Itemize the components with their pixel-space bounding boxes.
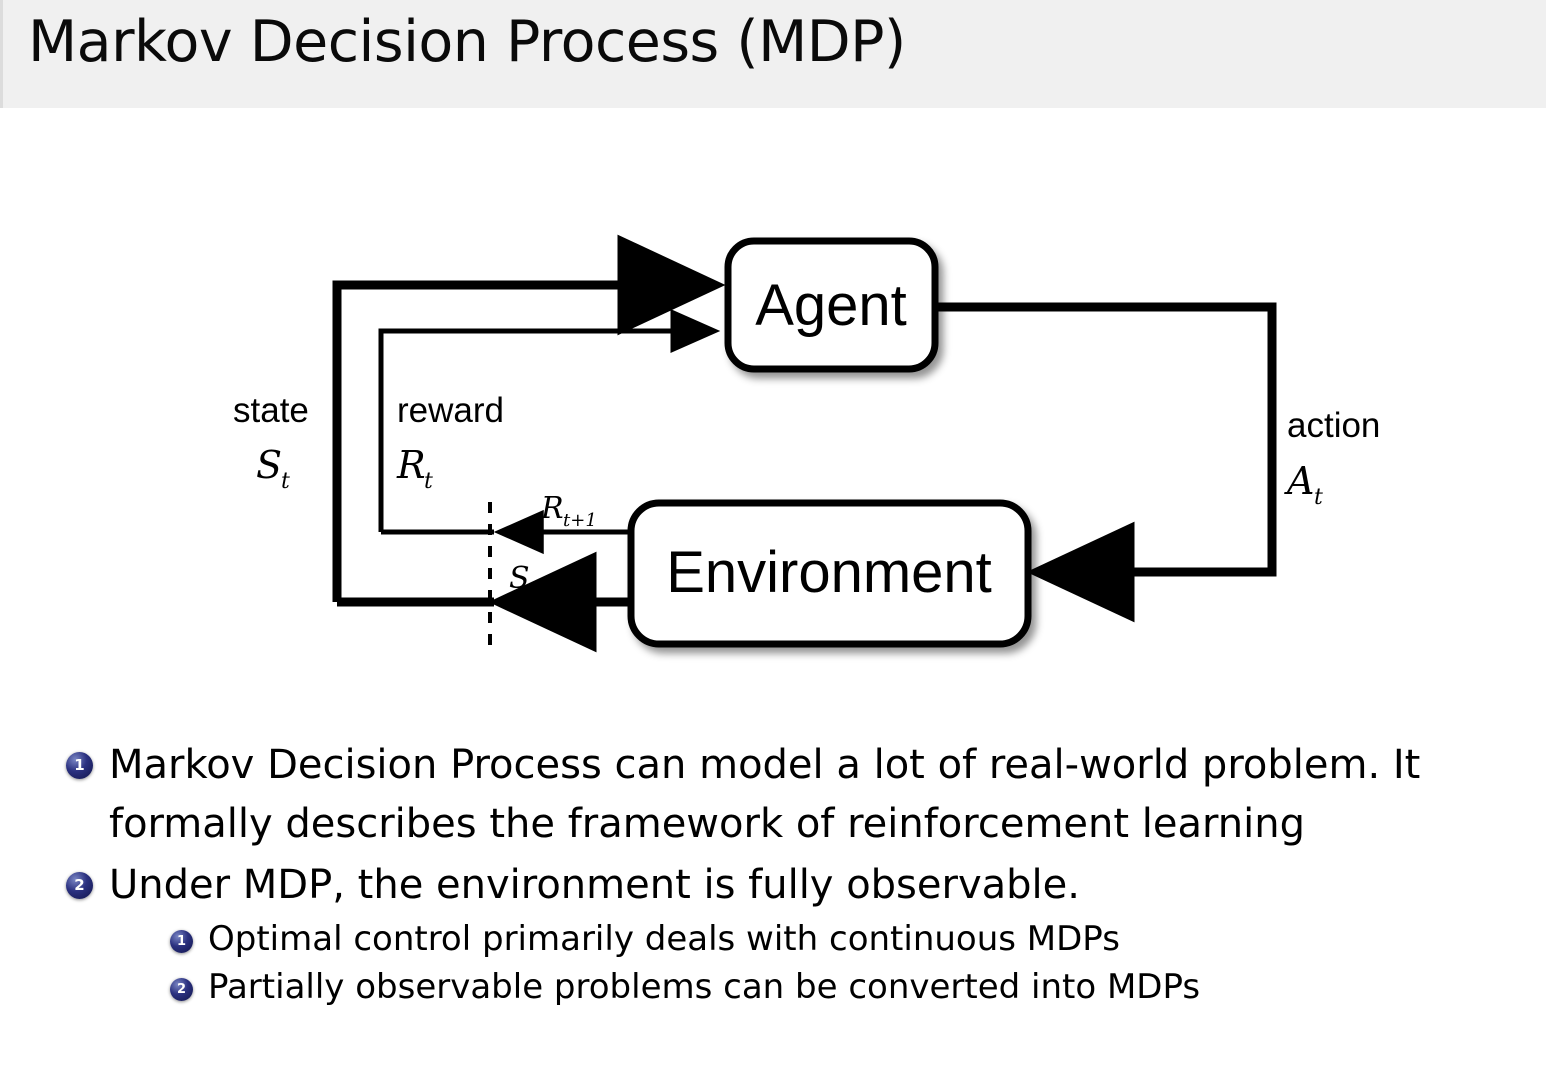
list-item[interactable]: 2 Under MDP, the environment is fully ob… — [0, 856, 1546, 915]
sub-bullet-text-2: Partially observable problems can be con… — [208, 964, 1200, 1012]
sub-bullet-text-1-line1: Optimal control primarily deals with con… — [208, 919, 1120, 960]
state-feedback-path — [332, 234, 726, 602]
sub-bullet-text-2-line1: Partially observable problems can be con… — [208, 966, 1201, 1007]
state-label-group: state S t — [233, 391, 309, 494]
reward-label-subscript: t — [424, 469, 433, 494]
mdp-agent-environment-diagram: Agent Environment state S t reward R t a… — [0, 110, 1546, 700]
reward-label-symbol: R — [396, 443, 426, 487]
sub-bullet-text-1: Optimal control primarily deals with con… — [208, 916, 1120, 964]
action-label-subscript: t — [1314, 485, 1323, 510]
state-next-symbol: S — [509, 561, 530, 596]
list-item[interactable]: 1 Optimal control primarily deals with c… — [0, 916, 1546, 964]
state-label-subscript: t — [281, 469, 290, 494]
state-label-word: state — [233, 391, 309, 430]
bullet-text-2-line1: Under MDP, the environment is fully obse… — [109, 861, 1080, 908]
environment-node[interactable]: Environment — [627, 499, 1032, 648]
bullet-list: 1 Markov Decision Process can model a lo… — [0, 736, 1546, 1012]
reward-label-word: reward — [397, 391, 504, 430]
environment-node-label: Environment — [666, 540, 992, 605]
state-label-symbol: S — [256, 443, 282, 487]
list-item[interactable]: 1 Markov Decision Process can model a lo… — [0, 736, 1546, 854]
reward-next-symbol: R — [540, 491, 564, 526]
state-next-subscript: t+1 — [530, 580, 564, 601]
reward-label-group: reward R t — [396, 391, 504, 494]
agent-node-label: Agent — [755, 273, 907, 338]
header-left-rule — [0, 0, 3, 108]
sub-bullet-badge-1: 1 — [170, 930, 193, 954]
reward-feedback-path — [378, 308, 721, 532]
list-item[interactable]: 2 Partially observable problems can be c… — [0, 964, 1546, 1012]
bullet-text-2: Under MDP, the environment is fully obse… — [109, 856, 1080, 915]
bullet-text-1-line1: Markov Decision Process can model a lot … — [109, 742, 1421, 788]
sub-bullet-badge-2: 2 — [170, 977, 193, 1001]
action-label-symbol: A — [1284, 459, 1314, 503]
action-label-group: action A t — [1284, 406, 1380, 510]
page-title: Markov Decision Process (MDP) — [28, 9, 906, 75]
bullet-badge-1: 1 — [66, 752, 93, 779]
agent-node[interactable]: Agent — [724, 237, 939, 373]
bullet-text-1-line2: formally describes the framework of rein… — [109, 800, 1305, 847]
slide-header-band: Markov Decision Process (MDP) — [0, 0, 1546, 108]
reward-next-subscript: t+1 — [563, 510, 597, 531]
action-label-word: action — [1287, 406, 1380, 445]
state-next-label-group: S t+1 — [509, 561, 564, 601]
bullet-badge-2: 2 — [66, 871, 93, 899]
bullet-text-1: Markov Decision Process can model a lot … — [109, 736, 1420, 854]
reward-next-label-group: R t+1 — [540, 491, 597, 531]
action-path — [935, 302, 1277, 623]
